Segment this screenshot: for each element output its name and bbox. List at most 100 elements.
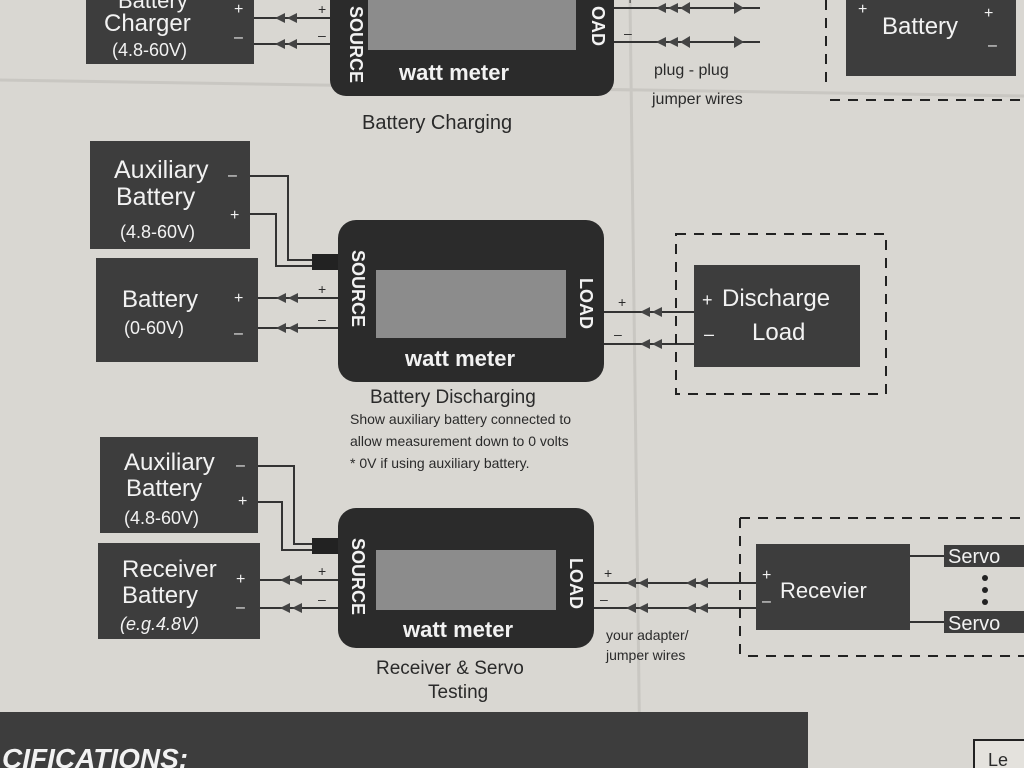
- aux-plus-wire: [258, 501, 316, 551]
- ellipsis-dot: [982, 575, 988, 581]
- meter-label: watt meter: [402, 617, 513, 642]
- discharge-minus: –: [704, 324, 714, 344]
- aux-battery-label-2: Battery: [126, 475, 202, 502]
- discharge-dashed-enclosure: [675, 233, 887, 395]
- aux-battery-box: [100, 437, 258, 533]
- aux-minus: –: [228, 167, 237, 184]
- discharging-note-2: allow measurement down to 0 volts: [350, 433, 569, 449]
- load-plus-mark: +: [618, 294, 626, 310]
- aux-plus: +: [238, 493, 247, 510]
- corner-box: [973, 739, 1024, 768]
- battery-charging-caption: Battery Charging: [362, 112, 512, 134]
- wires-label-1: plug - plug: [654, 62, 729, 79]
- aux-connector: [312, 538, 342, 554]
- source-minus-mark: –: [318, 311, 326, 327]
- source-plus-mark: +: [318, 563, 326, 579]
- aux-battery-label-2: Battery: [116, 183, 196, 211]
- discharging-note-1: Show auxiliary battery connected to: [350, 411, 571, 427]
- source-minus-mark: –: [318, 591, 326, 607]
- receiver-box-plus: +: [762, 567, 771, 584]
- lcd-screen: [376, 270, 566, 338]
- aux-battery-label-1: Auxiliary: [114, 156, 209, 184]
- corner-text: Le: [988, 750, 1008, 768]
- receiver-label-2: Battery: [122, 582, 198, 609]
- load-label: LOAD: [576, 278, 596, 329]
- battery-plus: +: [234, 290, 243, 307]
- receiver-minus: –: [236, 599, 245, 616]
- discharge-label-1: Discharge: [722, 285, 830, 312]
- lcd-screen: [376, 550, 556, 610]
- load-minus-mark: –: [614, 326, 622, 342]
- receiver-dashed-enclosure: [739, 517, 1024, 657]
- paper-crease-vertical: [628, 0, 642, 768]
- ellipsis-dot: [982, 587, 988, 593]
- source-plus-mark: +: [318, 281, 326, 297]
- wire-minus-mark: –: [318, 27, 326, 43]
- receiver-range: (e.g.4.8V): [120, 614, 199, 634]
- receiver-testing-caption-1: Receiver & Servo: [376, 658, 524, 679]
- load-plus-mark: +: [626, 0, 634, 7]
- receiver-label-1: Receiver: [122, 556, 217, 583]
- wire-plus-mark: +: [318, 1, 326, 17]
- source-label: SOURCE: [346, 6, 366, 83]
- battery-minus: –: [234, 325, 243, 342]
- battery-discharging-caption: Battery Discharging: [370, 387, 536, 408]
- adapter-label-2: jumper wires: [605, 647, 685, 663]
- servo-1-label: Servo: [948, 546, 1000, 568]
- dashed-enclosure-top: [825, 0, 1024, 101]
- aux-minus: –: [236, 457, 245, 474]
- battery-range: (0-60V): [124, 318, 184, 338]
- discharge-plus: +: [702, 290, 713, 310]
- source-label: SOURCE: [348, 538, 368, 615]
- receiver-servo-testing-diagram: Auxiliary Battery (4.8-60V) – + Receiver…: [98, 437, 1024, 703]
- arrow-icon: [734, 2, 744, 14]
- charger-plus: +: [234, 1, 243, 18]
- receiver-battery-box: [98, 543, 260, 639]
- servo-1-box: [944, 545, 1024, 567]
- arrow-icon: [680, 36, 690, 48]
- right-battery-plus-2: +: [984, 5, 993, 22]
- specifications-footer: CIFICATIONS: Le: [0, 712, 1024, 768]
- load-label: OAD: [588, 6, 608, 46]
- charger-range: (4.8-60V): [112, 40, 187, 60]
- lcd-screen: [368, 0, 576, 50]
- battery-label: Battery: [122, 286, 198, 313]
- load-minus-mark: –: [624, 25, 632, 41]
- load-label: LOAD: [566, 558, 586, 609]
- charger-label: Charger: [104, 10, 191, 37]
- battery-charging-diagram: Battery Charger (4.8-60V) + – + – SOURCE…: [86, 0, 1024, 134]
- right-battery-plus: +: [858, 1, 867, 18]
- specifications-banner: [0, 712, 808, 768]
- load-plus-mark: +: [604, 565, 612, 581]
- wires-label-2: jumper wires: [651, 91, 743, 108]
- aux-plus: +: [230, 207, 239, 224]
- right-battery-label: Battery: [882, 13, 958, 40]
- aux-minus-wire: [258, 465, 316, 545]
- aux-connector: [312, 254, 342, 270]
- battery-box: [96, 258, 258, 362]
- aux-battery-box: [90, 141, 250, 249]
- charger-box: [86, 0, 254, 64]
- charger-minus: –: [234, 29, 243, 46]
- servo-2-label: Servo: [948, 613, 1000, 635]
- aux-minus-wire: [250, 175, 316, 261]
- meter-label: watt meter: [404, 346, 515, 371]
- aux-battery-range: (4.8-60V): [120, 222, 195, 242]
- source-label: SOURCE: [348, 250, 368, 327]
- aux-plus-wire: [250, 213, 316, 267]
- receiver-box-minus: –: [762, 593, 771, 610]
- charger-label-partial: Battery: [118, 0, 188, 13]
- meter-label: watt meter: [398, 60, 509, 85]
- adapter-label-1: your adapter/: [606, 627, 689, 643]
- arrow-icon: [680, 2, 690, 14]
- discharging-note-3: * 0V if using auxiliary battery.: [350, 455, 530, 471]
- battery-discharging-diagram: Auxiliary Battery (4.8-60V) – + Battery …: [90, 141, 887, 471]
- discharge-load-box: [694, 265, 860, 367]
- load-minus-mark: –: [600, 591, 608, 607]
- receiver-plus: +: [236, 571, 245, 588]
- receiver-box-label: Recevier: [780, 578, 867, 603]
- right-battery-box: [846, 0, 1016, 76]
- aux-battery-range: (4.8-60V): [124, 508, 199, 528]
- receiver-testing-caption-2: Testing: [428, 682, 488, 703]
